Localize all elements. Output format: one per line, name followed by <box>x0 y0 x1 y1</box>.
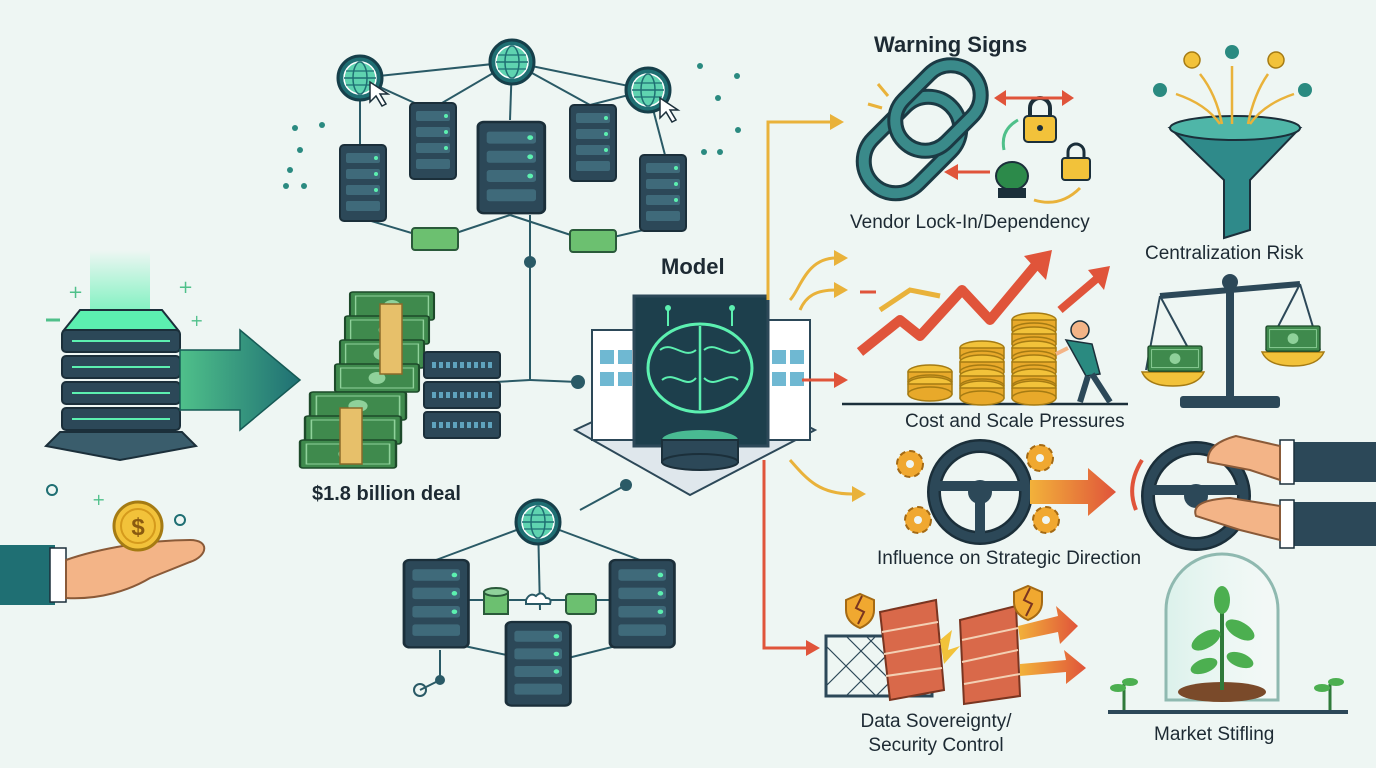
server-unit-icon <box>339 144 387 222</box>
server-unit-icon <box>504 620 572 707</box>
data-sovereignty-line2: Security Control <box>868 735 1004 756</box>
giving-hand-icon: + <box>0 484 206 605</box>
server-unit-icon <box>639 154 687 232</box>
hand-icon <box>1194 434 1376 549</box>
breach-arrows <box>1018 606 1086 684</box>
chip-icon <box>411 227 617 253</box>
pushing-person-icon <box>1055 320 1113 404</box>
gear-icon <box>904 506 932 534</box>
svg-text:+: + <box>178 277 193 298</box>
data-sovereignty-label: Data Sovereignty/ Security Control <box>836 710 1036 758</box>
globe-icon <box>514 498 562 546</box>
steering-wheel-icon <box>1130 441 1251 551</box>
globe-icon <box>488 38 536 86</box>
brick-wall-icon <box>878 598 1022 706</box>
server-block-icon <box>423 351 501 439</box>
warning-signs-title: Warning Signs <box>874 32 1028 57</box>
influence-label: Influence on Strategic Direction <box>877 548 1142 569</box>
funnel-icon <box>1153 45 1312 240</box>
warning-connector-arrows <box>762 120 853 650</box>
vendor-lock-in-label: Vendor Lock-In/Dependency <box>850 212 1090 233</box>
server-unit-icon <box>402 558 470 649</box>
centralization-risk-label: Centralization Risk <box>1145 243 1304 264</box>
market-stifling-label: Market Stifling <box>1154 724 1275 745</box>
money-stack-icon <box>298 290 436 470</box>
decorative-dots <box>283 63 741 268</box>
dollar-coin-icon: $ <box>112 500 164 552</box>
chain-link-icon <box>855 57 989 202</box>
connector-dot <box>571 375 585 389</box>
shield-broken-icon <box>845 584 1043 630</box>
server-unit-icon <box>409 102 457 180</box>
cursor-icon <box>659 96 681 123</box>
steering-wheel-icon <box>927 439 1033 545</box>
server-unit-icon <box>569 104 617 182</box>
data-sovereignty-line1: Data Sovereignty/ <box>860 711 1012 732</box>
gear-icon <box>1026 444 1054 472</box>
server-unit-icon <box>608 558 676 649</box>
svg-text:+: + <box>68 282 83 303</box>
trend-up-arrow-icon <box>842 250 1128 406</box>
model-label: Model <box>661 254 725 279</box>
server-unit-icon <box>476 120 547 215</box>
arrow-heads <box>806 114 866 656</box>
coin-symbol: $ <box>131 514 145 541</box>
lock-cycle-arrows <box>944 90 1082 204</box>
deal-label: $1.8 billion deal <box>312 483 461 505</box>
transfer-arrow-icon <box>179 328 302 432</box>
scale-icon <box>1140 274 1326 408</box>
direction-arrow-icon <box>1030 468 1116 516</box>
plant-dome-icon <box>1108 552 1348 714</box>
svg-text:+: + <box>92 490 105 509</box>
gear-icon <box>896 450 924 478</box>
padlock-icon <box>1023 96 1091 181</box>
database-icon <box>413 479 632 697</box>
svg-text:+: + <box>190 311 203 330</box>
gear-icon <box>1032 506 1060 534</box>
cost-scale-label: Cost and Scale Pressures <box>905 411 1125 432</box>
cursor-icon <box>369 80 391 107</box>
brain-chip-icon <box>646 305 754 471</box>
